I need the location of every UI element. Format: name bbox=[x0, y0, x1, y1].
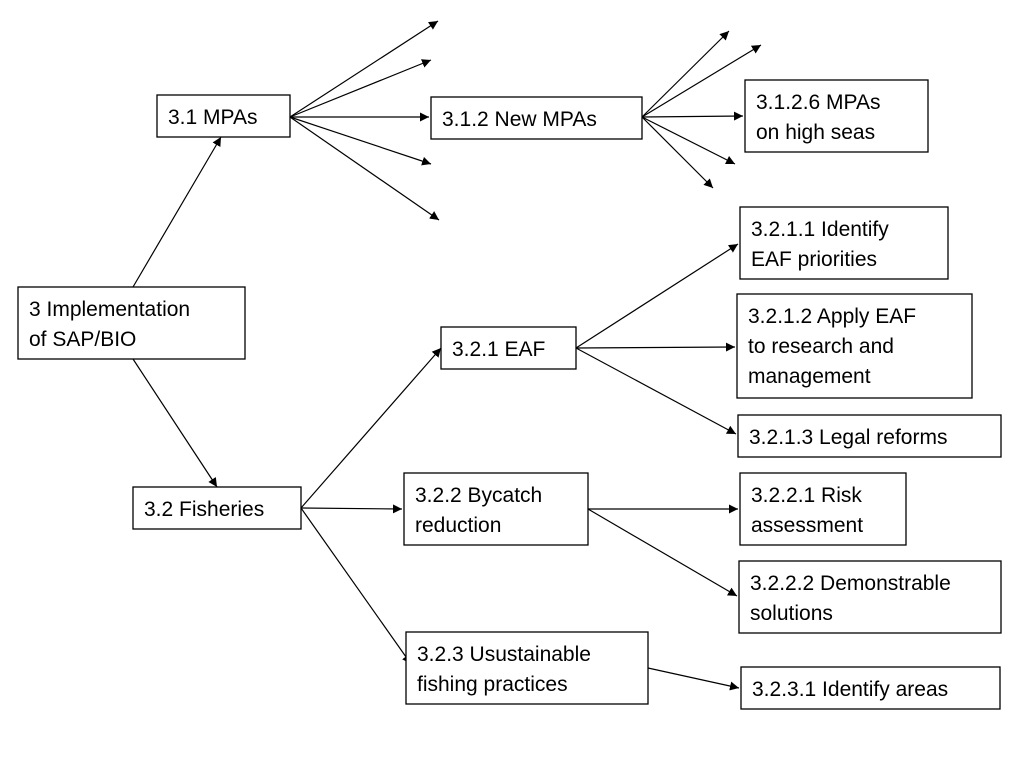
node-demonstrable-solutions-box bbox=[738, 560, 1002, 634]
node-unsustainable-fishing-box bbox=[405, 631, 649, 705]
arrow-new-mpas-to-unlabeled bbox=[641, 116, 736, 165]
arrow-mpas-to-unlabeled bbox=[289, 59, 432, 118]
arrow-implementation-sap-bio-to-mpas bbox=[132, 136, 222, 288]
connector-arrows bbox=[132, 20, 762, 691]
node-bycatch-reduction-box bbox=[403, 472, 589, 546]
node-apply-eaf-box bbox=[736, 293, 973, 399]
arrow-eaf-to-apply-eaf bbox=[575, 342, 736, 352]
node-eaf: 3.2.1 EAF bbox=[440, 326, 577, 370]
node-new-mpas-label: 3.1.2 New MPAs bbox=[442, 108, 597, 131]
node-implementation-sap-bio: 3 Implementation of SAP/BIO bbox=[17, 286, 246, 360]
node-apply-eaf: 3.2.1.2 Apply EAF to research and manageme… bbox=[736, 293, 973, 399]
arrow-implementation-sap-bio-to-fisheries bbox=[132, 358, 218, 488]
node-demonstrable-solutions-label: 3.2.2.2 Demonstrable bbox=[750, 572, 951, 595]
node-mpas-high-seas: 3.1.2.6 MPAs on high seas bbox=[744, 79, 929, 153]
node-identify-eaf-priorities-label: EAF priorities bbox=[751, 248, 877, 271]
node-identify-areas: 3.2.3.1 Identify areas bbox=[740, 666, 1001, 710]
arrow-mpas-to-unlabeled bbox=[289, 116, 440, 221]
arrow-eaf-to-identify-eaf-priorities bbox=[575, 243, 739, 349]
arrow-bycatch-reduction-to-demonstrable-solutions bbox=[587, 508, 738, 597]
node-eaf-box bbox=[440, 326, 577, 370]
node-fisheries-box bbox=[132, 486, 302, 530]
node-identify-areas-label: 3.2.3.1 Identify areas bbox=[752, 678, 948, 701]
node-demonstrable-solutions-label: solutions bbox=[750, 602, 833, 625]
arrow-unsustainable-fishing-to-identify-areas bbox=[647, 667, 740, 691]
node-unsustainable-fishing-label: 3.2.3 Usustainable bbox=[417, 643, 591, 666]
node-demonstrable-solutions: 3.2.2.2 Demonstrable solutions bbox=[738, 560, 1002, 634]
arrow-fisheries-to-eaf bbox=[300, 347, 442, 509]
node-legal-reforms-label: 3.2.1.3 Legal reforms bbox=[749, 426, 947, 449]
node-bycatch-reduction-label: 3.2.2 Bycatch bbox=[415, 484, 542, 507]
node-identify-areas-box bbox=[740, 666, 1001, 710]
arrow-eaf-to-legal-reforms bbox=[575, 347, 737, 435]
node-risk-assessment-label: 3.2.2.1 Risk bbox=[751, 484, 862, 507]
node-bycatch-reduction-label: reduction bbox=[415, 514, 501, 537]
arrow-new-mpas-to-unlabeled bbox=[641, 116, 714, 189]
node-new-mpas-box bbox=[430, 96, 643, 140]
node-mpas-box bbox=[156, 94, 291, 138]
node-eaf-label: 3.2.1 EAF bbox=[452, 338, 545, 361]
node-risk-assessment-box bbox=[739, 472, 907, 546]
node-unsustainable-fishing-label: fishing practices bbox=[417, 673, 568, 696]
diagram-nodes: 3 Implementation of SAP/BIO 3.1 MPAs 3.1.2 … bbox=[17, 79, 1002, 710]
arrow-fisheries-to-bycatch-reduction bbox=[300, 504, 403, 514]
node-mpas-high-seas-label: on high seas bbox=[756, 121, 875, 144]
arrow-new-mpas-to-mpas-high-seas bbox=[641, 111, 744, 121]
arrow-new-mpas-to-unlabeled bbox=[641, 44, 762, 118]
node-risk-assessment: 3.2.2.1 Risk assessment bbox=[739, 472, 907, 546]
node-apply-eaf-label: management bbox=[748, 365, 871, 388]
node-new-mpas: 3.1.2 New MPAs bbox=[430, 96, 643, 140]
node-fisheries: 3.2 Fisheries bbox=[132, 486, 302, 530]
node-implementation-sap-bio-box bbox=[17, 286, 246, 360]
arrow-fisheries-to-unsustainable-fishing bbox=[300, 507, 412, 665]
node-apply-eaf-label: 3.2.1.2 Apply EAF bbox=[748, 305, 916, 328]
node-implementation-sap-bio-label: of SAP/BIO bbox=[29, 328, 136, 351]
node-bycatch-reduction: 3.2.2 Bycatch reduction bbox=[403, 472, 589, 546]
node-apply-eaf-label: to research and bbox=[748, 335, 894, 358]
node-legal-reforms: 3.2.1.3 Legal reforms bbox=[737, 414, 1002, 458]
node-risk-assessment-label: assessment bbox=[751, 514, 863, 537]
node-mpas-label: 3.1 MPAs bbox=[168, 106, 257, 129]
arrow-new-mpas-to-unlabeled bbox=[641, 30, 730, 118]
node-fisheries-label: 3.2 Fisheries bbox=[144, 498, 264, 521]
node-mpas-high-seas-label: 3.1.2.6 MPAs bbox=[756, 91, 881, 114]
arrow-mpas-to-unlabeled bbox=[289, 20, 439, 118]
node-implementation-sap-bio-label: 3 Implementation bbox=[29, 298, 190, 321]
node-identify-eaf-priorities-box bbox=[739, 206, 949, 280]
arrow-mpas-to-unlabeled bbox=[289, 116, 432, 166]
node-unsustainable-fishing: 3.2.3 Usustainable fishing practices bbox=[405, 631, 649, 705]
node-identify-eaf-priorities-label: 3.2.1.1 Identify bbox=[751, 218, 889, 241]
node-mpas: 3.1 MPAs bbox=[156, 94, 291, 138]
node-legal-reforms-box bbox=[737, 414, 1002, 458]
node-mpas-high-seas-box bbox=[744, 79, 929, 153]
